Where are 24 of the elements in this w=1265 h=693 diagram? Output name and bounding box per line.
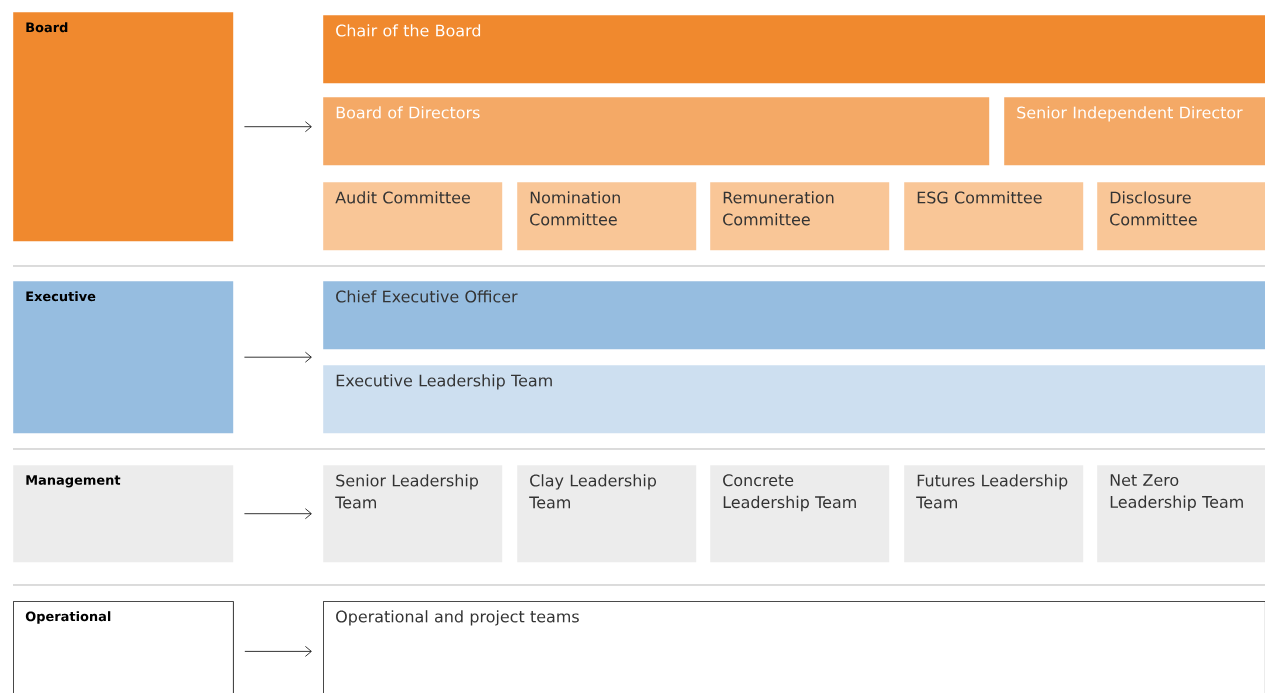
role-box: Senior Independent Director [1004,97,1265,166]
arrow [244,508,312,520]
role-box: Senior Leadership Team [323,465,503,563]
role-box: Operational and project teams [323,601,1265,693]
arrow [244,121,312,133]
tier-label-box: Executive [13,281,234,434]
role-box: Executive Leadership Team [323,365,1265,434]
role-box: Futures Leadership Team [904,465,1084,563]
role-box: Concrete Leadership Team [710,465,890,563]
tier-label-box: Operational [13,601,234,693]
role-box: Nomination Committee [517,182,697,251]
role-box: Board of Directors [323,97,990,166]
tier-label-box: Board [13,12,234,242]
role-box: Disclosure Committee [1097,182,1265,251]
role-box: Clay Leadership Team [517,465,697,563]
role-box: Remuneration Committee [710,182,890,251]
arrow [244,646,312,657]
role-box: ESG Committee [904,182,1084,251]
role-box: Chief Executive Officer [323,281,1265,350]
role-box: Chair of the Board [323,15,1265,84]
arrow [244,351,312,363]
tier-label-box: Management [13,465,234,563]
role-box: Audit Committee [323,182,503,251]
role-box: Net Zero Leadership Team [1097,465,1265,563]
